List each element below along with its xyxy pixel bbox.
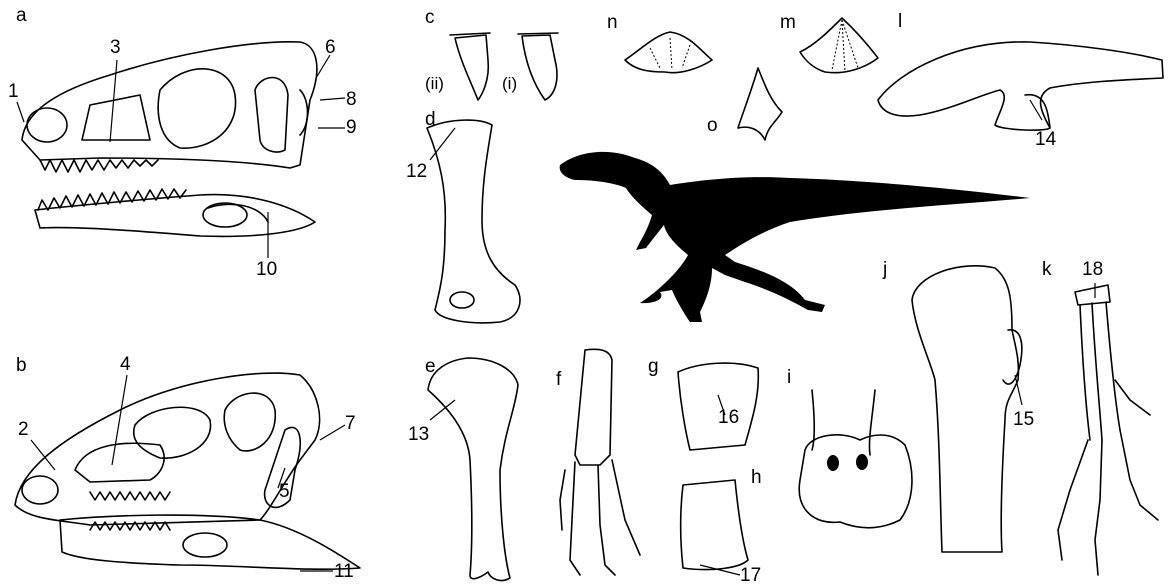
leader-lines [17, 55, 1095, 575]
bone-d-drawing [427, 120, 520, 323]
callout-8: 8 [346, 90, 357, 109]
callout-16: 16 [718, 408, 739, 427]
foot-k-drawing [1058, 285, 1158, 575]
skull-b-drawing [15, 373, 360, 569]
bone-e-drawing [428, 358, 518, 580]
panel-label-n: n [607, 13, 618, 32]
panel-label-j: j [883, 260, 887, 279]
bone-i-drawing [799, 390, 912, 528]
callout-5: 5 [279, 482, 290, 501]
panel-label-b: b [16, 356, 27, 375]
bone-o-drawing [738, 68, 782, 140]
panel-label-f: f [556, 370, 561, 389]
panel-label-a: a [16, 6, 27, 25]
callout-18: 18 [1082, 260, 1103, 279]
skull-a-drawing [22, 42, 317, 237]
tooth-label-ii: (ii) [425, 74, 444, 93]
callout-6: 6 [325, 38, 336, 57]
callout-1: 1 [8, 82, 19, 101]
panel-label-i: i [787, 368, 791, 387]
bone-j-drawing [912, 266, 1022, 552]
callout-2: 2 [18, 420, 29, 439]
callout-10: 10 [256, 260, 277, 279]
panel-label-o: o [707, 116, 718, 135]
panel-label-l: l [898, 12, 902, 31]
callout-17: 17 [740, 566, 761, 585]
panel-label-e: e [425, 357, 436, 376]
callout-7: 7 [345, 414, 356, 433]
panel-label-m: m [780, 13, 796, 32]
panel-label-g: g [648, 357, 659, 376]
panel-label-c: c [425, 8, 435, 27]
bone-m-drawing [800, 18, 878, 73]
panel-label-h: h [751, 468, 762, 487]
foot-f-drawing [560, 349, 640, 575]
bone-l-drawing [878, 42, 1163, 130]
panel-label-d: d [425, 110, 436, 129]
tooth-label-i: (i) [502, 74, 517, 93]
callout-15: 15 [1013, 410, 1034, 429]
panel-label-k: k [1042, 260, 1052, 279]
bone-h-drawing [681, 480, 748, 570]
bone-n-drawing [625, 32, 712, 73]
callout-12: 12 [406, 162, 427, 181]
callout-14: 14 [1035, 130, 1056, 149]
dinosaur-silhouette [560, 152, 1030, 322]
callout-11: 11 [334, 562, 354, 581]
callout-13: 13 [408, 425, 429, 444]
callout-3: 3 [110, 38, 121, 57]
callout-4: 4 [120, 355, 131, 374]
callout-9: 9 [346, 118, 357, 137]
